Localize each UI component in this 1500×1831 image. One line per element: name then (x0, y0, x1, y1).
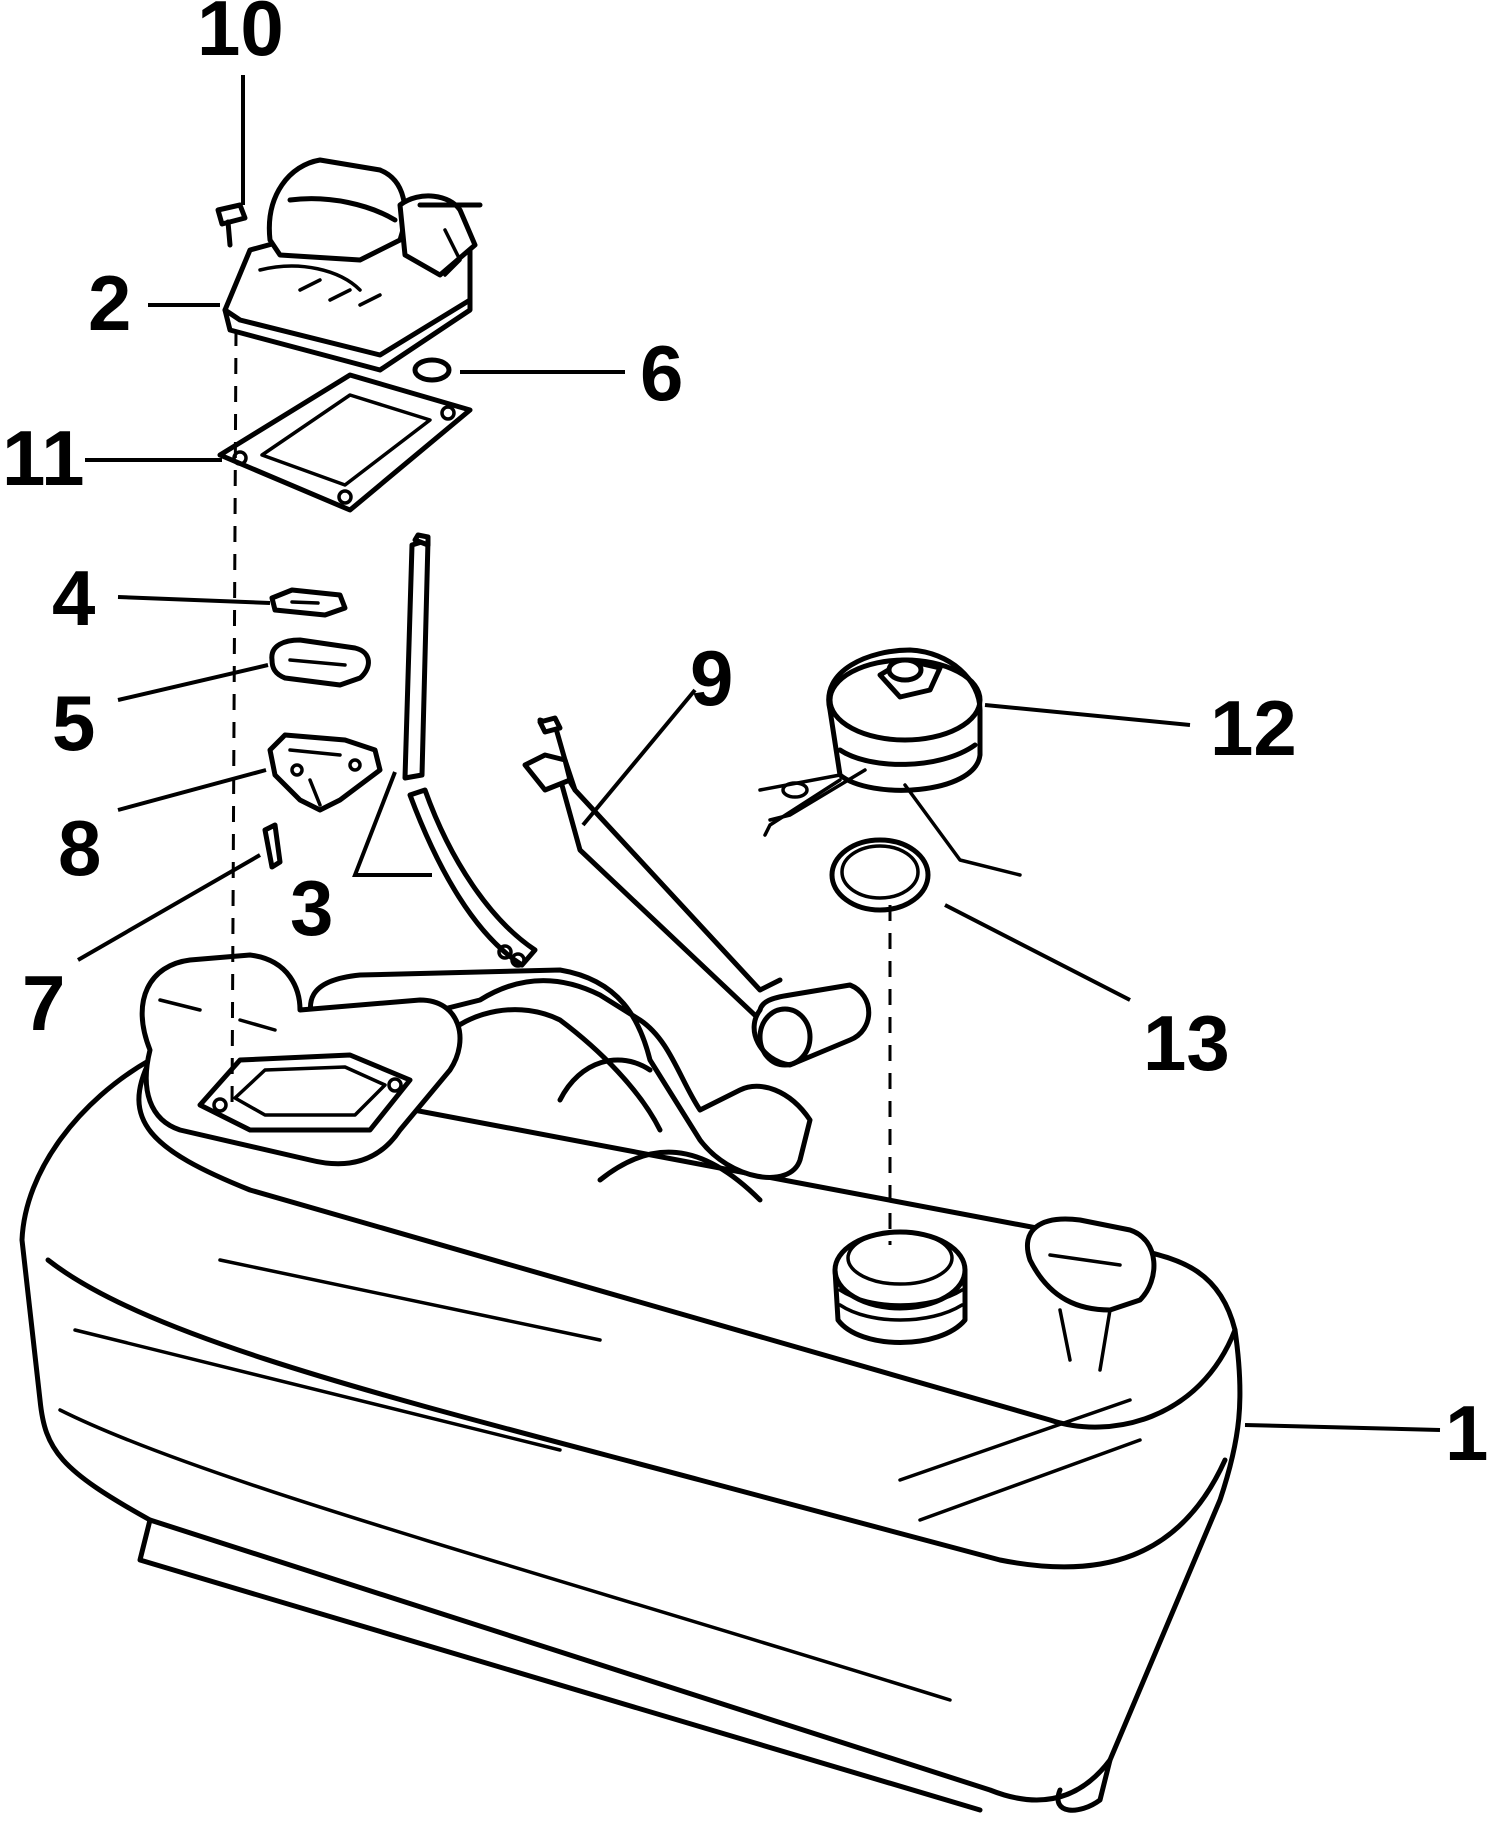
assembly-centerlines (230, 329, 892, 1245)
part-1-fuel-tank (19, 952, 1243, 1813)
part-11-gasket (217, 372, 473, 513)
callout-3: 3 (290, 864, 333, 952)
callout-5: 5 (52, 679, 95, 767)
part-4-valve (269, 587, 348, 618)
part-13-seal-ring (829, 837, 931, 913)
part-6-o-ring (412, 357, 452, 383)
part-12-filler-cap (758, 647, 1022, 877)
callout-labels: 10 2 6 11 4 5 8 3 7 9 12 13 1 (2, 0, 1488, 1477)
callout-12: 12 (1210, 684, 1297, 772)
callout-9: 9 (690, 634, 733, 722)
callout-7: 7 (22, 959, 65, 1047)
callout-4: 4 (52, 554, 95, 642)
callout-8: 8 (58, 804, 101, 892)
part-8-valve-body (267, 732, 383, 813)
callout-11: 11 (2, 414, 84, 502)
callout-6: 6 (640, 329, 683, 417)
part-5-valve-gasket (269, 637, 371, 688)
callout-13: 13 (1143, 999, 1230, 1087)
part-2-pump-housing (222, 157, 483, 373)
part-10-screw (215, 202, 248, 248)
callout-10: 10 (197, 0, 284, 72)
part-3-hose (402, 532, 538, 968)
part-9-pickup-float (522, 715, 872, 1068)
callout-1: 1 (1445, 1389, 1488, 1477)
callout-2: 2 (88, 259, 131, 347)
leader-lines (77, 75, 1441, 1432)
part-7-screw (262, 822, 283, 870)
